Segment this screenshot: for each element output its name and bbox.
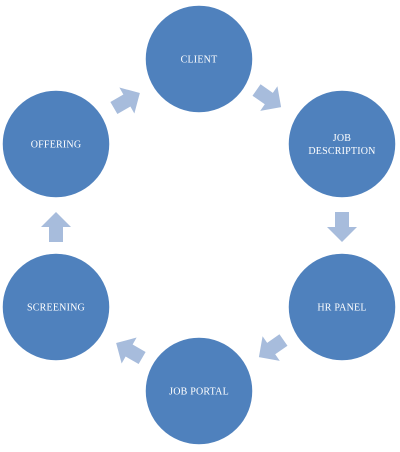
node-hr-panel-circle [287,252,397,362]
arrow-offering-to-client [110,87,140,115]
node-client-circle [144,4,254,114]
node-client-label-line-0: CLIENT [181,55,218,66]
arrow-job-portal-to-screening [116,337,146,365]
arrow-client-to-job-description [252,84,282,111]
node-client: CLIENT [144,4,254,114]
node-job-portal-label-line-0: JOB PORTAL [169,387,229,398]
arrow-job-description-to-hr-panel [327,212,357,242]
node-hr-panel-label-line-0: HR PANEL [317,303,366,314]
node-job-description-label-line-1: DESCRIPTION [308,146,375,157]
node-screening-circle [1,252,111,362]
node-job-portal: JOB PORTAL [144,336,254,446]
arrows-layer [41,84,357,365]
node-offering: OFFERING [1,89,111,199]
node-job-description: JOB DESCRIPTION [287,89,397,199]
nodes-layer: CLIENT JOB DESCRIPTION HR PANEL JOB PORTAL SC… [1,4,397,446]
node-job-description-label-line-0: JOB [333,133,352,144]
node-hr-panel: HR PANEL [287,252,397,362]
node-offering-label-line-0: OFFERING [31,140,82,151]
node-screening: SCREENING [1,252,111,362]
node-offering-circle [1,89,111,199]
arrow-screening-to-offering [41,212,71,242]
node-screening-label-line-0: SCREENING [27,303,85,314]
arrow-hr-panel-to-job-portal [258,334,288,361]
node-job-description-circle [287,89,397,199]
node-job-portal-circle [144,336,254,446]
